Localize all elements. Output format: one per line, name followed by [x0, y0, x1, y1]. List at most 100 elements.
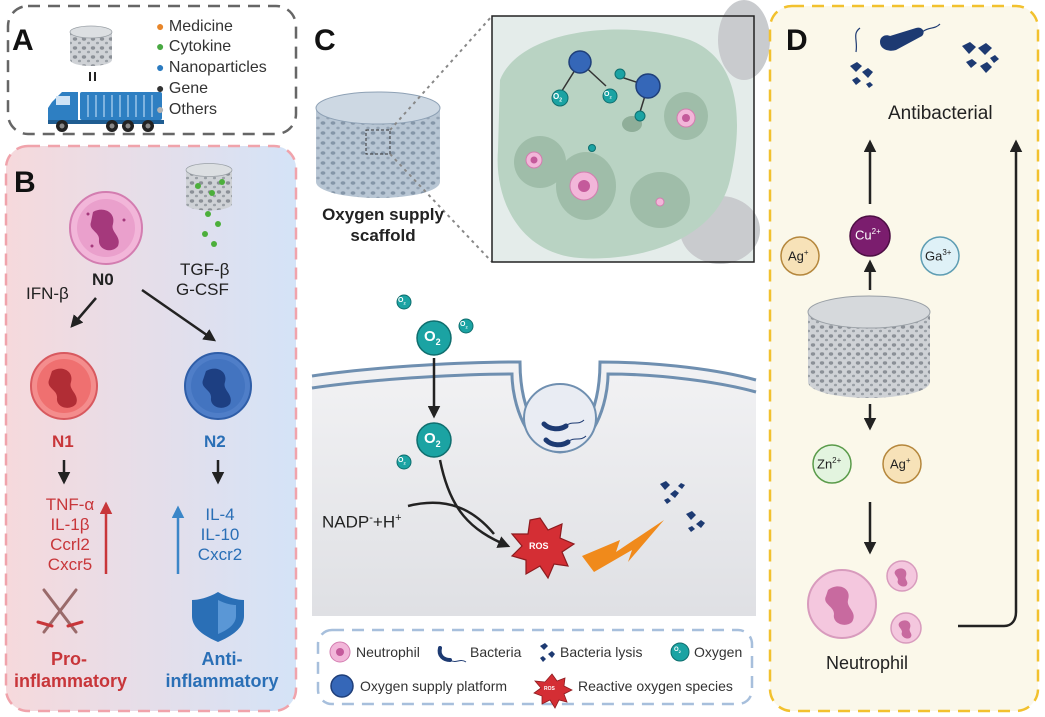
truck-icon — [48, 92, 164, 132]
panel-d-border — [768, 4, 1040, 713]
panel-letter-c: C — [314, 24, 336, 57]
ros-label: ROS — [529, 541, 549, 551]
zoom-inset — [492, 0, 770, 264]
ion-scaffold-icon — [807, 295, 931, 398]
panel-b-background — [6, 146, 296, 711]
legend-platform-icon — [330, 674, 354, 698]
ion-ag-right-circle — [882, 444, 922, 484]
ion-base: Ga — [925, 248, 943, 264]
legend-text-platform: Oxygen supply platform — [360, 678, 508, 694]
ion-sup: 3+ — [942, 248, 952, 257]
ion-zn-circle — [812, 444, 852, 484]
ros-star-icon — [510, 517, 576, 580]
o2-text: O — [674, 647, 679, 653]
ion-cu-circle — [849, 215, 891, 257]
n1-marker-cxcr5: Cxcr5 — [47, 555, 93, 574]
bacteria-lysis-icon-left — [850, 62, 873, 88]
o2-sub: 2 — [435, 337, 441, 347]
zoom-inset-border — [491, 15, 755, 263]
n1-neutrophil — [30, 352, 98, 420]
panel-letter-a: A — [12, 24, 34, 57]
arrow-n0-n1 — [70, 297, 97, 328]
legend-item-nanoparticles: ● Nanoparticles — [156, 59, 267, 76]
legend-text-ros: Reactive oxygen species — [578, 678, 733, 694]
scaffold-label-line1: Oxygen supply — [322, 205, 444, 224]
n1-marker-list: TNF-α IL-1β Ccrl2 Cxcr5 — [40, 495, 100, 575]
oxygen-molecules-c — [396, 294, 474, 470]
legend-neutrophil-icon — [329, 641, 351, 663]
ion-zn-label: Zn2+ — [817, 456, 841, 471]
cytokine-scaffold-icon — [185, 163, 233, 247]
ion-ga-label: Ga3+ — [925, 248, 951, 263]
ion-base: Ag — [788, 248, 804, 264]
ion-sup: + — [905, 456, 911, 465]
neutrophil-large — [807, 569, 877, 639]
bacteria-icon — [855, 23, 941, 53]
n1-marker-il1b: IL-1β — [50, 515, 90, 534]
nadp-text: NADP — [322, 512, 370, 532]
pro-inflammatory-line1: Pro- — [51, 649, 87, 669]
pro-inflammatory-line2: inflammatory — [14, 671, 128, 691]
neutrophil-small-bottom — [890, 612, 922, 644]
ion-sup: + — [803, 248, 809, 257]
o2-large-label-1: O2 — [424, 328, 441, 347]
ion-cu-label: Cu2+ — [855, 227, 881, 242]
shield-icon — [192, 592, 244, 642]
antibacterial-label: Antibacterial — [888, 103, 993, 124]
legend-ros-mark: ROS — [544, 686, 555, 692]
legend-text-lysis: Bacteria lysis — [560, 644, 643, 660]
scaffold-label-line2: scaffold — [350, 226, 416, 245]
o2-text: O — [604, 91, 610, 98]
o2-sub: 2 — [609, 94, 612, 100]
ion-base: Cu — [855, 227, 872, 243]
ion-ag-left-label: Ag+ — [788, 248, 809, 263]
anti-inflammatory-line1: Anti- — [201, 649, 243, 669]
ion-sup: 2+ — [832, 456, 842, 465]
ion-ag-left-circle — [780, 236, 820, 276]
panel-letter-d: D — [786, 24, 808, 57]
ion-ga-circle — [920, 236, 960, 276]
panel-c-legend-border — [316, 628, 754, 706]
o2-text: O — [424, 430, 436, 447]
o2-sub: 2 — [403, 460, 406, 466]
inset-o2-label-2: O2 — [604, 91, 612, 99]
n2-marker-il10: IL-10 — [200, 525, 240, 544]
legend-item-cytokine: ● Cytokine — [156, 38, 232, 55]
o2-sub: 2 — [435, 439, 441, 449]
o2-sub: 2 — [403, 300, 406, 306]
legend-lysis-icon — [540, 643, 555, 662]
legend-ros-icon — [533, 673, 573, 709]
n2-neutrophil — [184, 352, 252, 420]
n1-label: N1 — [52, 432, 74, 451]
n2-marker-list: IL-4 IL-10 Cxcr2 — [190, 505, 250, 565]
oxygen-supply-scaffold-label: Oxygen supply scaffold — [308, 204, 458, 246]
panel-letter-b: B — [14, 166, 36, 199]
legend-item-medicine: ● Medicine — [156, 18, 233, 35]
legend-o2-mark: O2 — [674, 647, 681, 654]
anti-inflammatory-label: Anti- inflammatory — [160, 648, 284, 692]
arrow-n0-n2 — [141, 288, 217, 342]
legend-text-oxygen: Oxygen — [694, 644, 743, 660]
o2-small-label-3: O2 — [398, 457, 406, 465]
neutrophil-small-top — [886, 560, 918, 592]
ion-ag-right-label: Ag+ — [890, 456, 911, 471]
legend-text-neutrophil: Neutrophil — [356, 644, 420, 660]
cell-membrane-area — [311, 360, 757, 616]
arrow-nadp-merge — [407, 501, 495, 535]
legend-label-cytokine: Cytokine — [168, 38, 232, 55]
nadp-label: NADP-+H+ — [322, 512, 402, 533]
nadp-rest: +H — [372, 512, 396, 532]
legend-label-medicine: Medicine — [168, 18, 233, 35]
lightning-icon — [582, 520, 664, 572]
o2-large-label-2: O2 — [424, 430, 441, 449]
n1-marker-ccrl2: Ccrl2 — [50, 535, 90, 554]
bacteria-lysis-icon-right — [962, 42, 999, 73]
o2-text: O — [398, 457, 404, 464]
arrow-neutrophil-antibacterial — [958, 139, 1023, 628]
n1-marker-tnf: TNF-α — [45, 495, 95, 514]
o2-text: O — [553, 92, 560, 101]
o2-small-label-1: O2 — [398, 297, 406, 305]
legend-oxygen-icon — [670, 642, 690, 662]
panel-a-border — [6, 4, 298, 136]
